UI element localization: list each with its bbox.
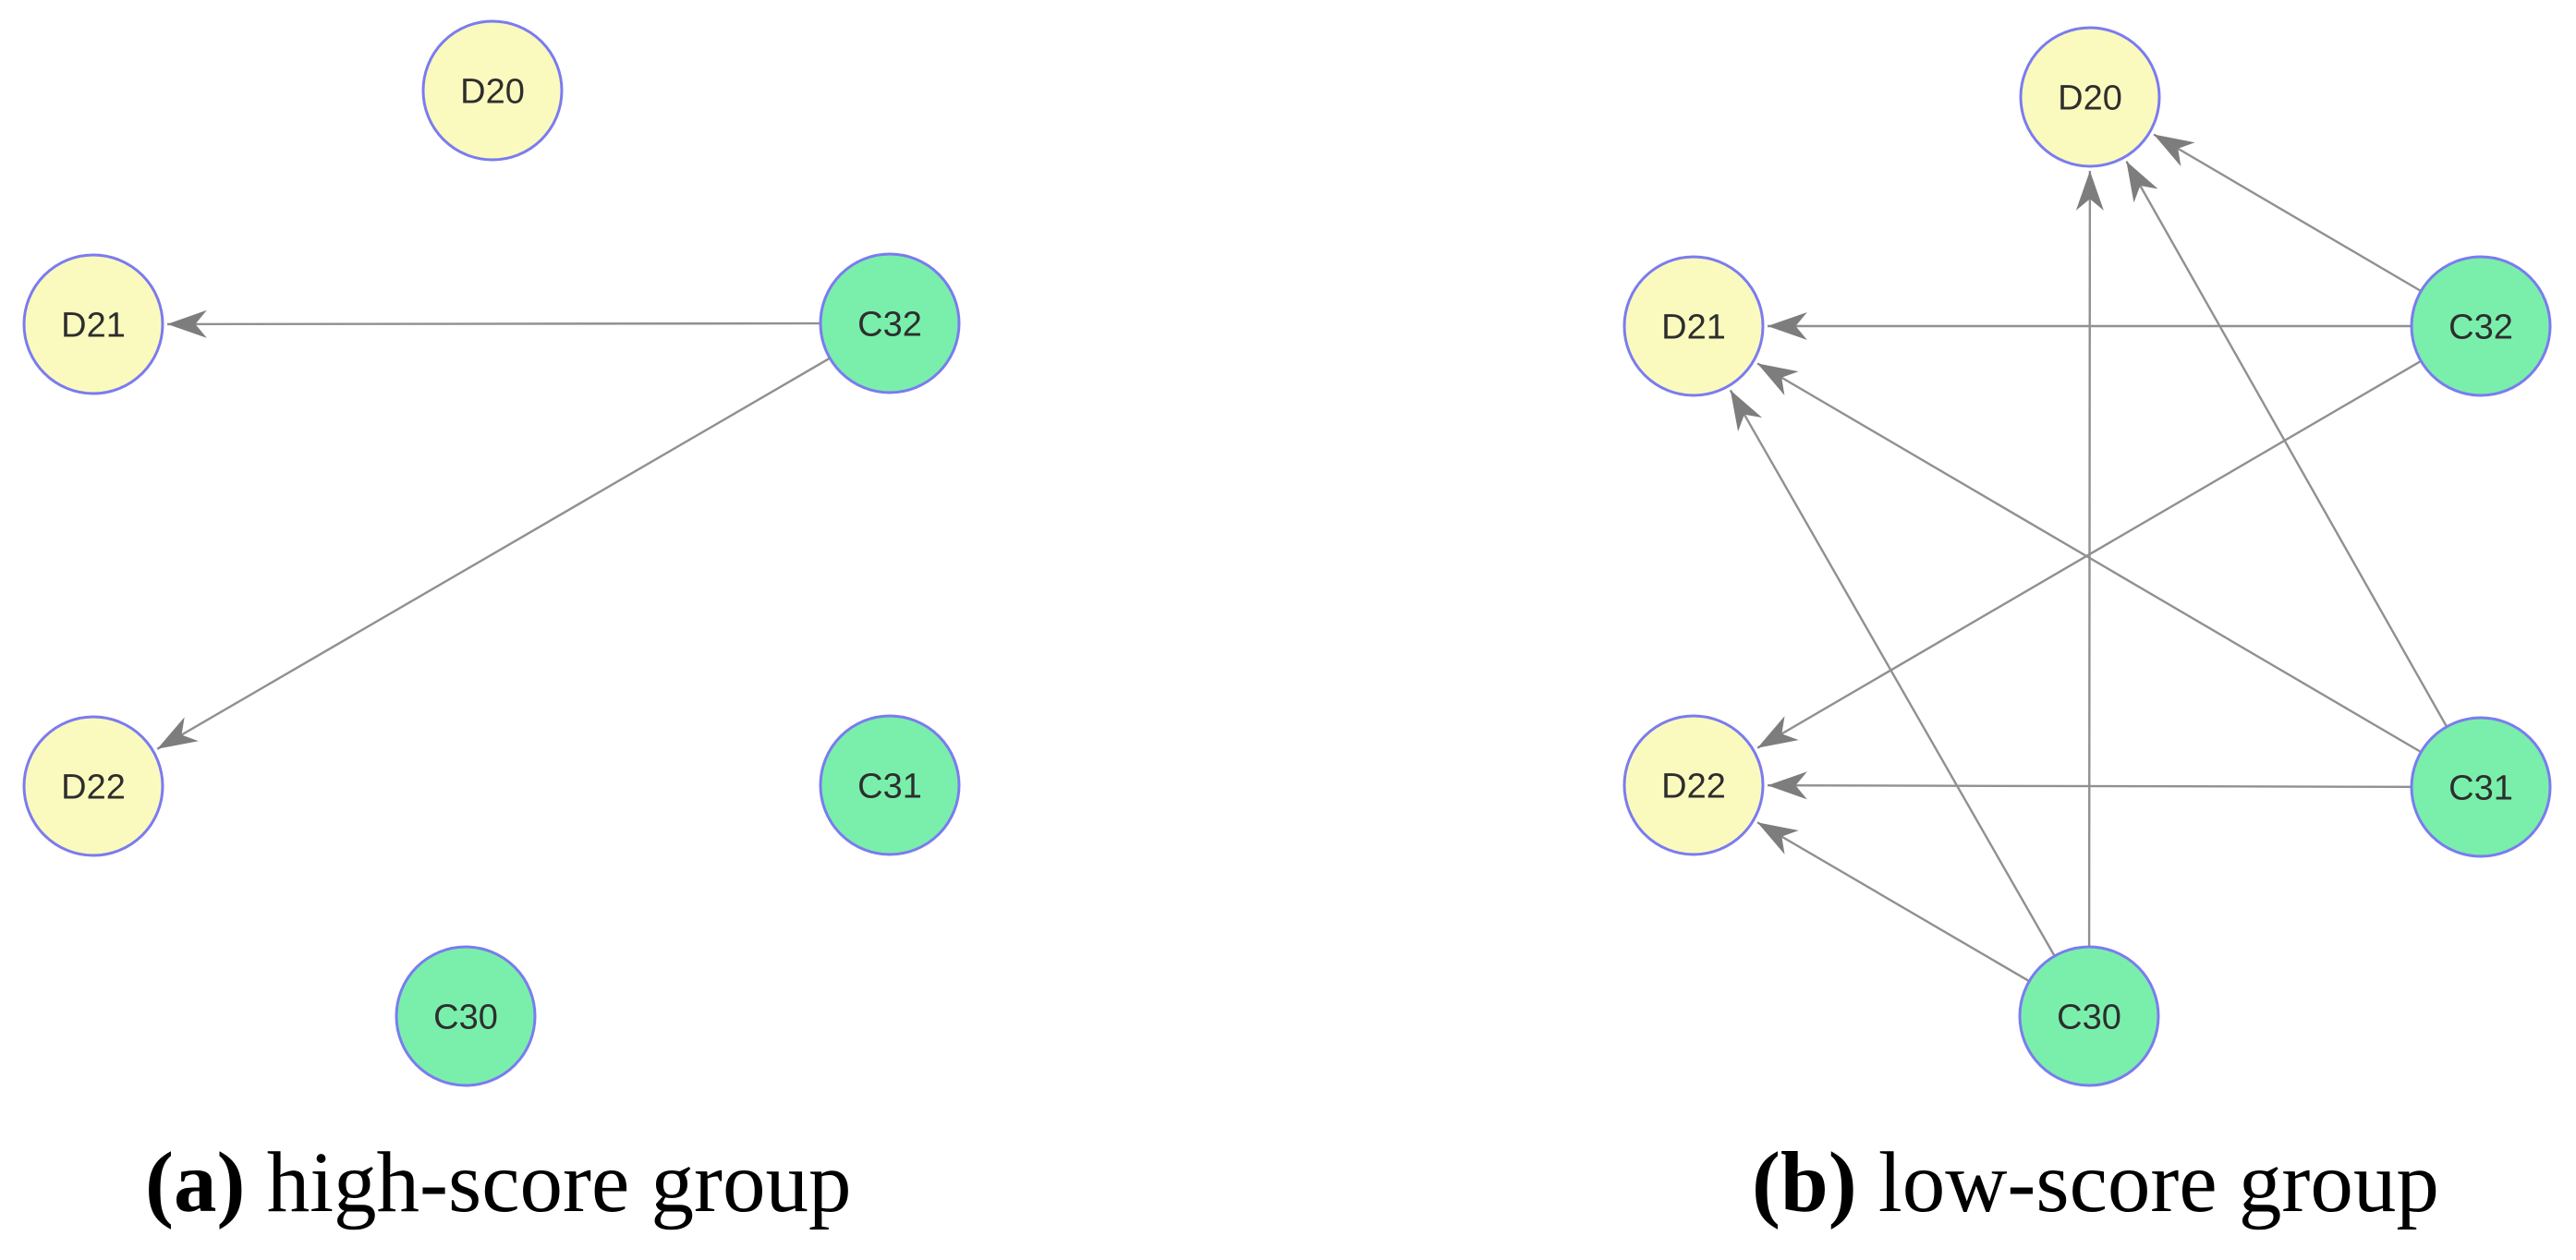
node-C32-panel-a[interactable]: C32: [819, 252, 961, 394]
edge-C32-D22: [156, 357, 830, 750]
node-D22-panel-b[interactable]: D22: [1622, 714, 1765, 856]
edge-C30-D21: [1729, 389, 2056, 956]
node-D21-panel-a[interactable]: D21: [22, 253, 164, 395]
caption-panel-b: (b) low-score group: [1752, 1134, 2439, 1233]
node-label: D22: [61, 768, 126, 806]
edges-layer: [156, 133, 2448, 982]
node-circle[interactable]: [22, 715, 164, 857]
node-label: C32: [2448, 308, 2513, 346]
caption-text-a: high-score group: [245, 1135, 852, 1230]
node-D21-panel-b[interactable]: D21: [1622, 255, 1765, 397]
node-label: C30: [433, 998, 498, 1036]
node-circle[interactable]: [22, 253, 164, 395]
node-label: C30: [2057, 998, 2121, 1036]
caption-panel-a: (a) high-score group: [145, 1134, 851, 1233]
caption-label-b: (b): [1752, 1135, 1857, 1230]
node-D22-panel-a[interactable]: D22: [22, 715, 164, 857]
node-label: C31: [857, 767, 922, 806]
node-label: C31: [2448, 769, 2513, 807]
node-circle[interactable]: [1622, 714, 1765, 856]
node-circle[interactable]: [819, 252, 961, 394]
node-C30-panel-a[interactable]: C30: [395, 945, 537, 1087]
node-circle[interactable]: [2019, 26, 2161, 168]
node-circle[interactable]: [1622, 255, 1765, 397]
edge-C32-D21: [166, 309, 820, 338]
node-label: D20: [2058, 79, 2122, 117]
node-label: C32: [857, 305, 922, 344]
edge-C30-D20: [2075, 170, 2104, 947]
edge-C30-D22: [1756, 821, 2030, 982]
node-C31-panel-b[interactable]: C31: [2410, 716, 2552, 858]
node-circle[interactable]: [2410, 716, 2552, 858]
caption-label-a: (a): [145, 1135, 246, 1230]
node-C32-panel-b[interactable]: C32: [2410, 255, 2552, 397]
edge-C32-D20: [2153, 133, 2422, 292]
node-label: D21: [61, 306, 126, 345]
node-circle[interactable]: [2018, 945, 2160, 1087]
node-C31-panel-a[interactable]: C31: [819, 714, 961, 856]
node-D20-panel-a[interactable]: D20: [421, 19, 564, 162]
node-circle[interactable]: [421, 19, 564, 162]
node-label: D21: [1661, 308, 1726, 346]
node-label: D20: [460, 72, 525, 111]
node-circle[interactable]: [395, 945, 537, 1087]
edge-C31-D20: [2125, 161, 2448, 727]
node-D20-panel-b[interactable]: D20: [2019, 26, 2161, 168]
caption-text-b: low-score group: [1856, 1135, 2439, 1230]
node-label: D22: [1661, 767, 1726, 806]
node-circle[interactable]: [819, 714, 961, 856]
node-C30-panel-b[interactable]: C30: [2018, 945, 2160, 1087]
node-circle[interactable]: [2410, 255, 2552, 397]
